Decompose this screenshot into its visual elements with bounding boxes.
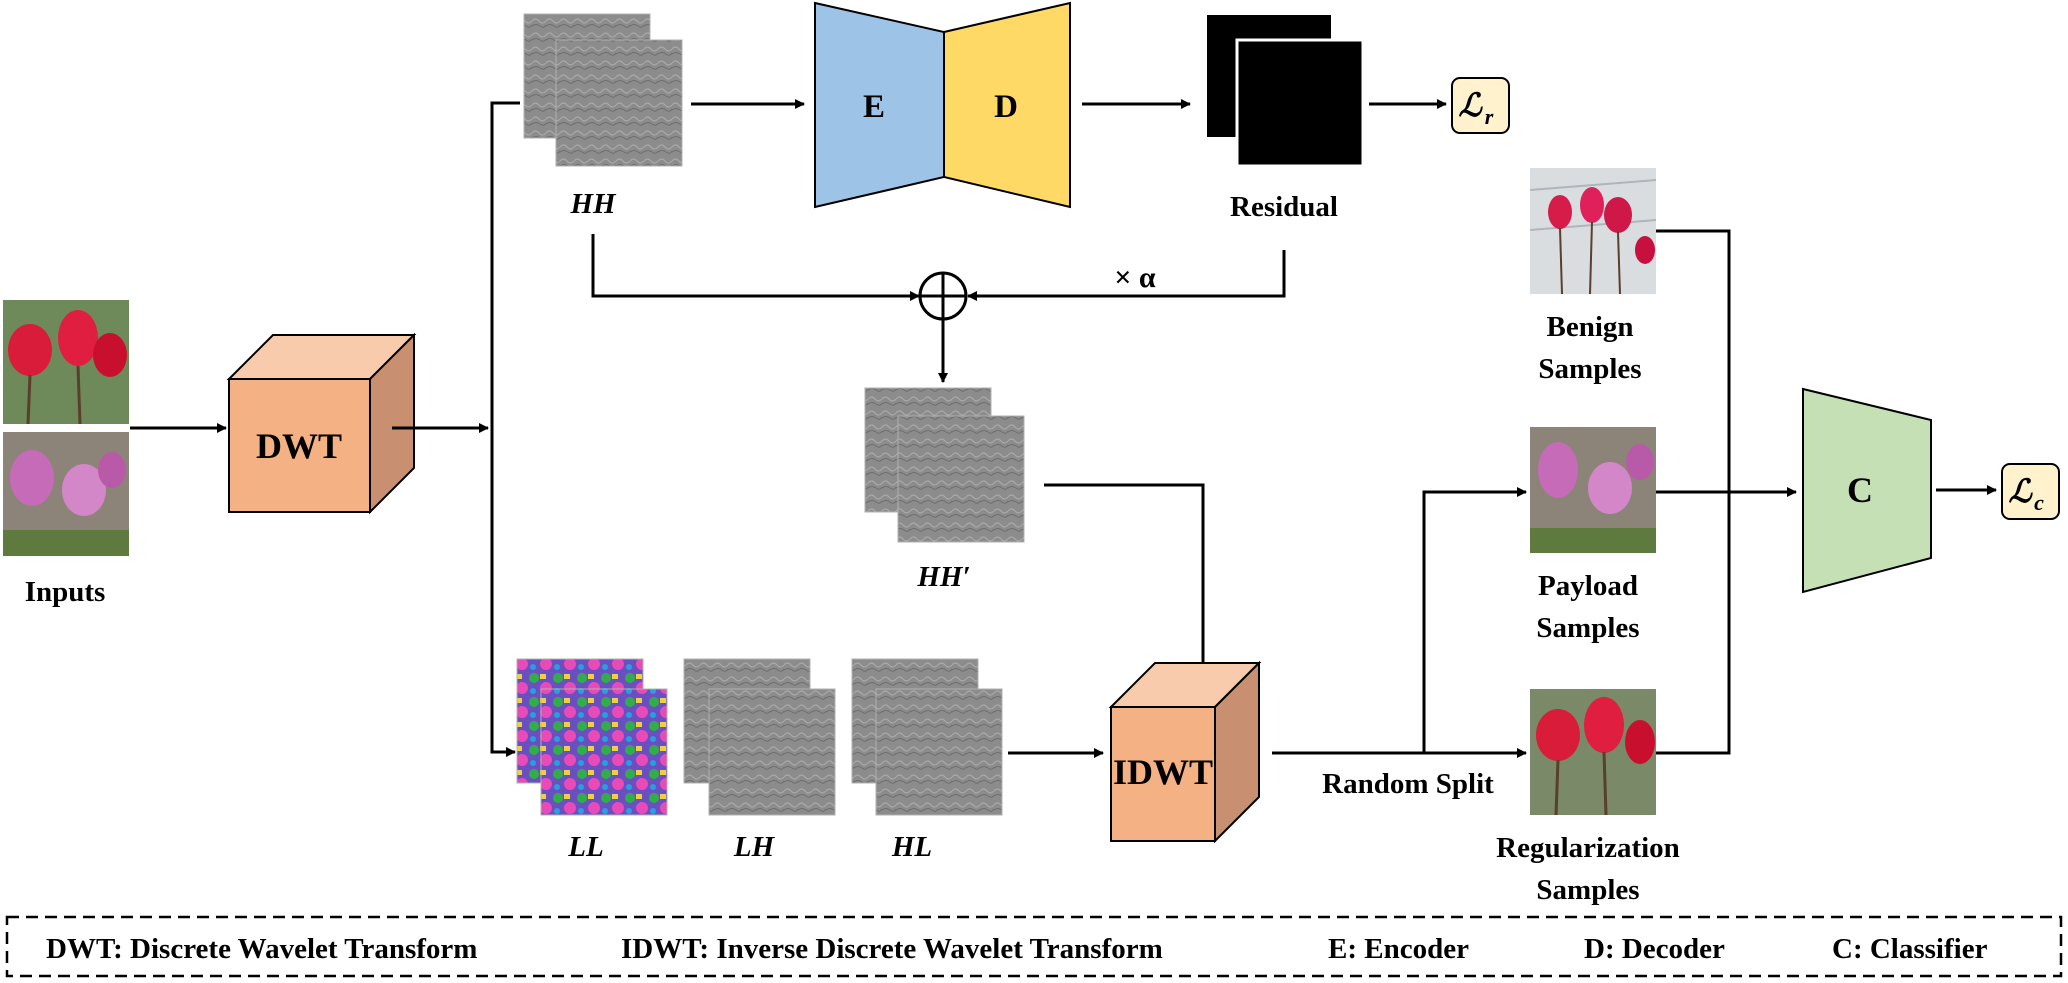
classifier-shape [1802,387,1932,594]
residual-tile-front [1235,38,1365,168]
hl-tile-front [875,688,1003,816]
benign-label-line2: Samples [1538,353,1641,385]
legend-encoder: E: Encoder [1328,933,1469,965]
payload-samples: Payload Samples [1530,427,1656,644]
regularization-samples: Regularization Samples [1496,689,1680,906]
hl-tiles: HL [851,658,1003,863]
dwt-cube: DWT [226,332,417,515]
arrow-hh-prime-to-idwt [1044,483,1208,682]
encoder-decoder: E D [814,1,1071,209]
payload-sample-image [1530,427,1656,553]
loss-c-box-bg [2001,463,2060,520]
idwt-cube-face [1110,706,1216,842]
arrow-hh-to-plus [591,234,920,301]
legend-dwt: DWT: Discrete Wavelet Transform [46,933,477,965]
loss-c-box: ℒ c [2001,463,2060,520]
input-images: Inputs [3,300,129,608]
benign-samples: Benign Samples [1529,168,1657,385]
loss-r-box: ℒ r [1451,77,1510,134]
payload-label-line2: Samples [1536,612,1639,644]
lh-label: LH [733,831,776,863]
dwt-label: DWT [256,426,342,466]
idwt-label: IDWT [1113,752,1213,792]
regularization-label-line2: Samples [1536,874,1639,906]
hh-tile-front [555,39,683,167]
hh-label: HH [569,188,617,220]
legend-border [5,915,2063,978]
hh-tiles: HH [523,13,683,220]
loss-c-symbol: ℒ [2008,473,2033,509]
hl-label: HL [891,831,932,863]
regularization-sample-image [1530,689,1656,816]
lh-tiles: LH [683,658,836,863]
random-split-label: Random Split [1322,768,1494,800]
ll-tiles: LL [516,658,668,863]
regularization-label-line1: Regularization [1496,832,1680,864]
input-pink-flower-image [3,432,129,556]
dwt-cube-face [228,378,371,513]
classifier-label: C [1847,470,1873,510]
inputs-label: Inputs [25,576,106,608]
decoder-block [943,1,1071,209]
hh-prime-tiles: HH′ [864,387,1025,593]
hh-prime-tile-front [897,415,1025,543]
alpha-label: × α [1114,261,1156,294]
ll-tile-front [540,688,668,816]
loss-r-subscript: r [1485,104,1494,129]
legend-box: DWT: Discrete Wavelet Transform IDWT: In… [5,915,2063,978]
loss-r-symbol: ℒ [1458,87,1483,123]
legend-classifier: C: Classifier [1832,933,1988,965]
input-red-flower-image [3,300,129,425]
hh-prime-label: HH′ [916,561,970,593]
arrow-residual-to-plus [967,250,1286,301]
residual-label: Residual [1230,191,1338,223]
sum-operator [918,271,968,321]
residual-tiles: Residual [1205,13,1365,223]
legend-decoder: D: Decoder [1584,933,1725,965]
lh-tile-front [708,688,836,816]
branch-bracket [490,101,508,754]
loss-c-subscript: c [2034,490,2044,515]
classifier-block: C [1802,387,1932,594]
loss-r-box-bg [1451,77,1510,134]
ll-label: LL [567,831,603,863]
encoder-label: E [863,89,885,125]
legend-idwt: IDWT: Inverse Discrete Wavelet Transform [621,933,1163,965]
idwt-cube: IDWT [1108,660,1262,844]
arrow-split-to-payload [1272,487,1527,755]
payload-label-line1: Payload [1538,570,1638,602]
benign-label-line1: Benign [1546,311,1633,343]
decoder-label: D [994,89,1018,125]
benign-sample-image [1529,168,1657,295]
